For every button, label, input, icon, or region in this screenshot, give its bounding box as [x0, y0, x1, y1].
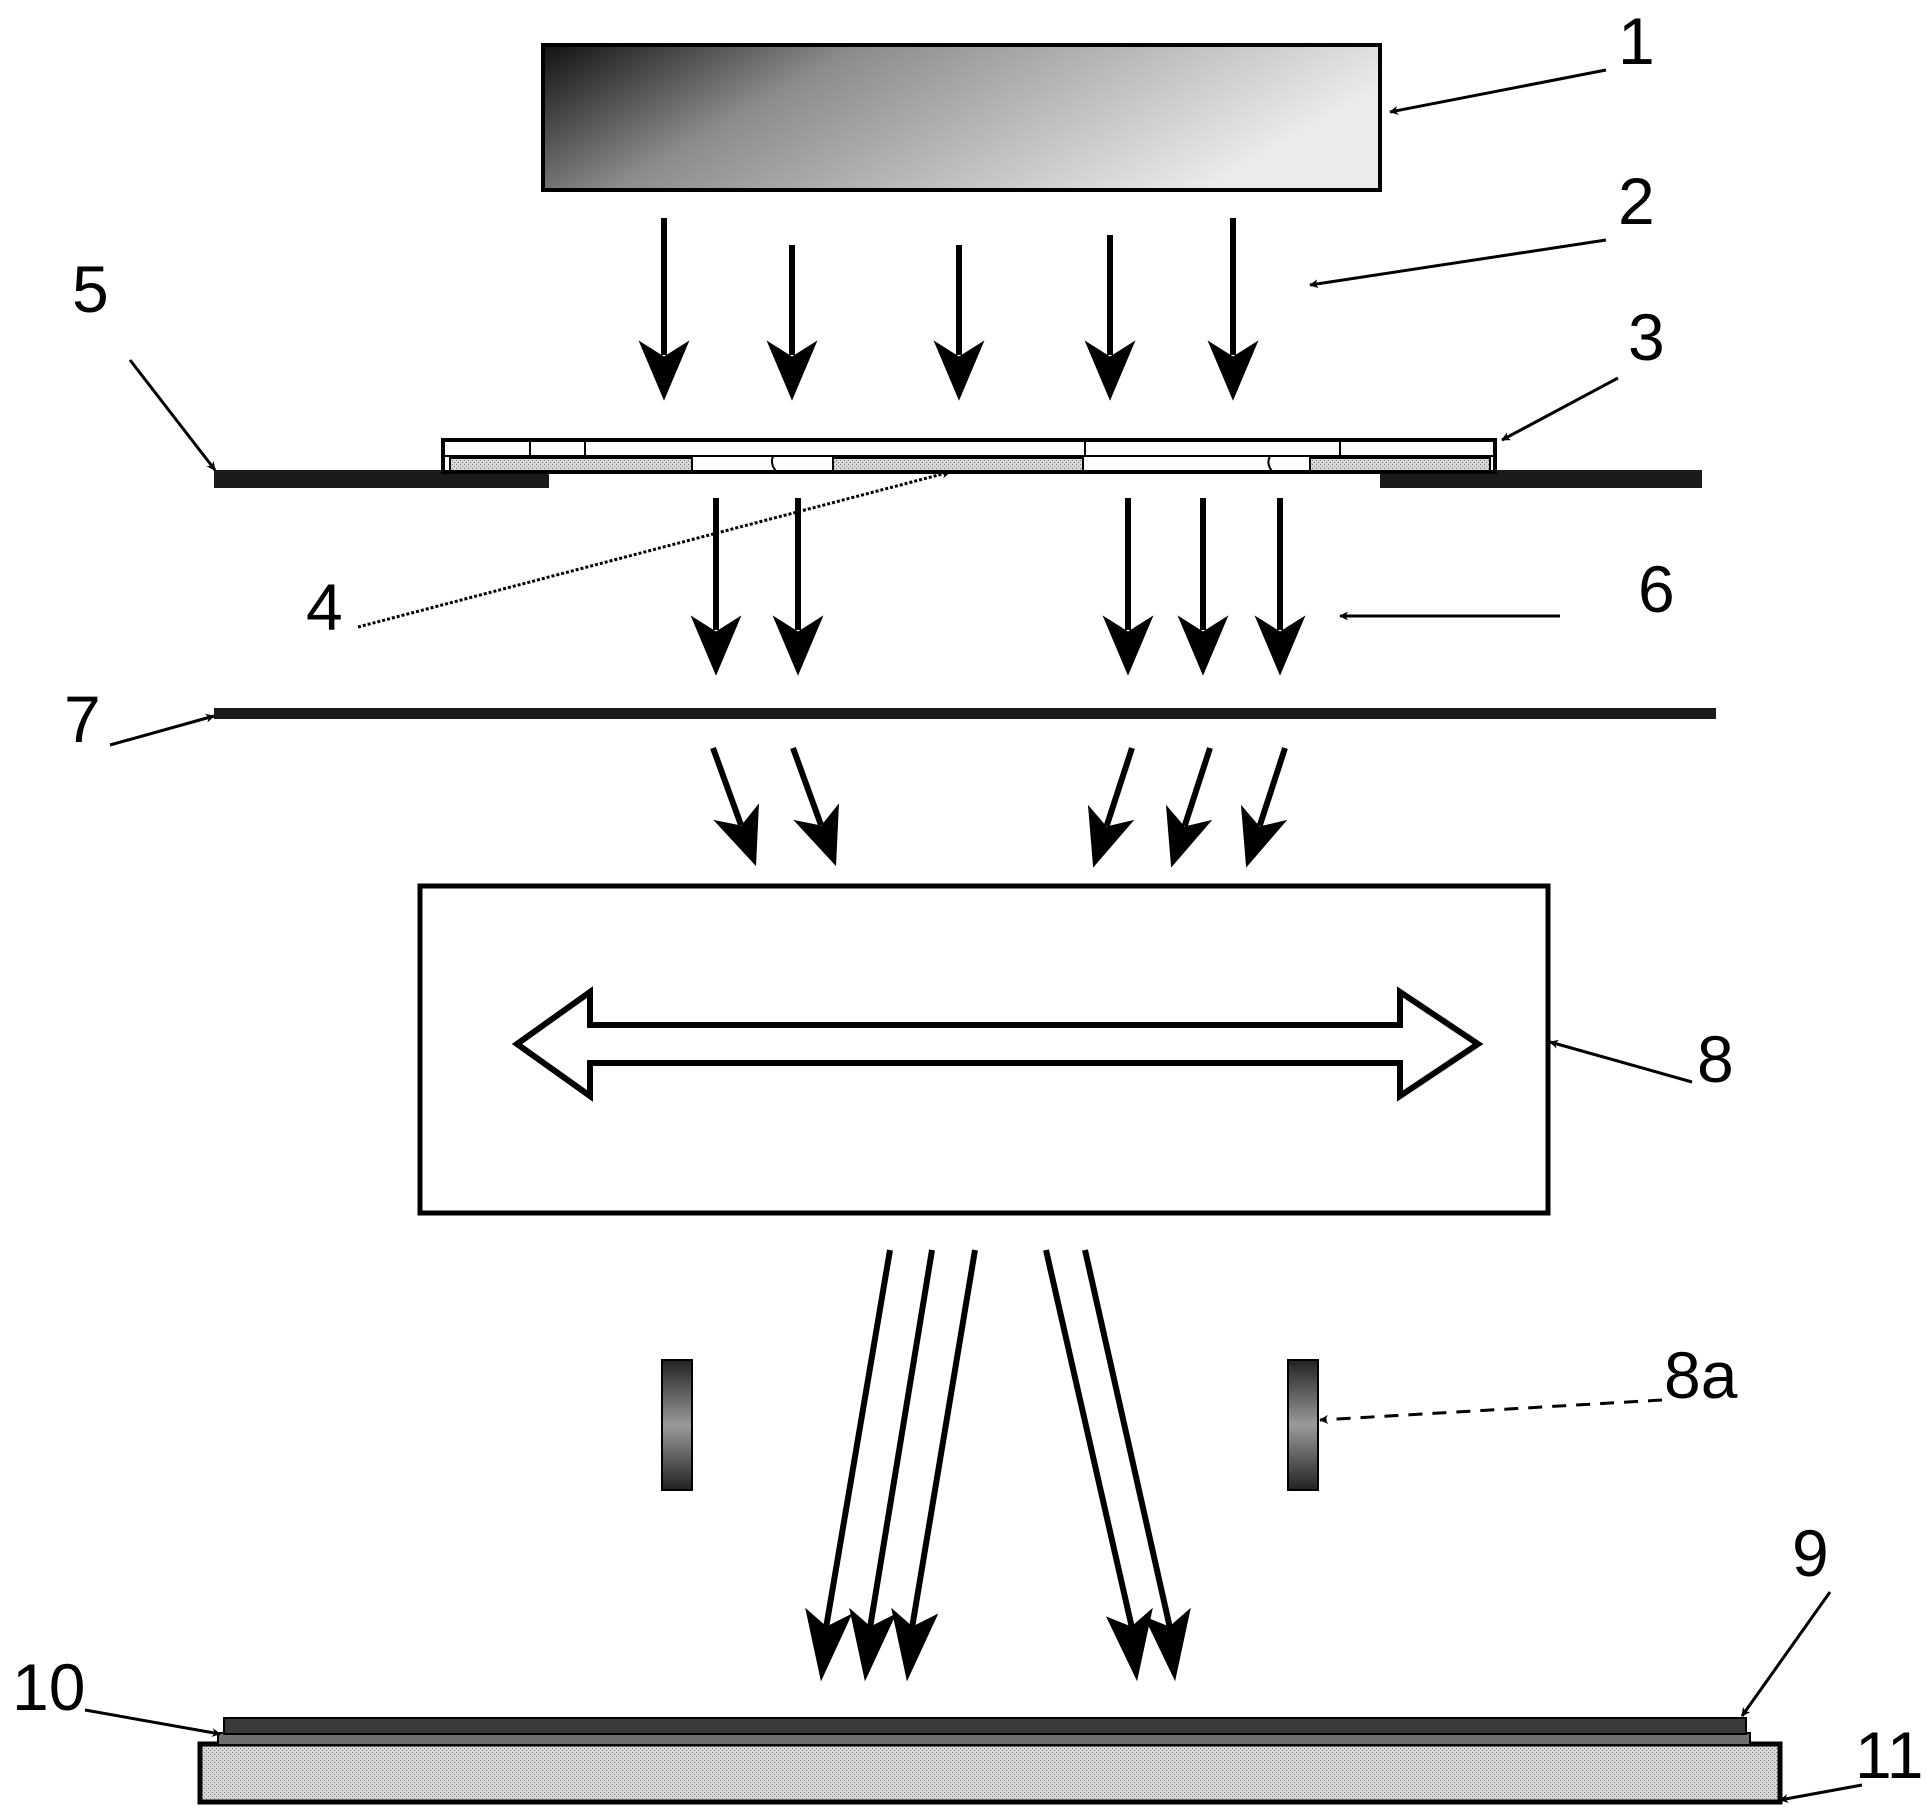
aperture-block-right [1288, 1360, 1318, 1490]
beam-arrow [1156, 742, 1227, 865]
leader-9 [1742, 1592, 1830, 1716]
label-7: 7 [64, 682, 101, 756]
beam-arrow [776, 742, 850, 865]
leader-11 [1780, 1785, 1862, 1800]
label-2: 2 [1618, 164, 1655, 238]
beam-arrow [1109, 498, 1147, 668]
leader-10 [85, 1710, 220, 1734]
source-block [543, 45, 1380, 190]
label-11: 11 [1855, 1718, 1924, 1792]
label-9: 9 [1792, 1516, 1829, 1590]
beam-arrow [1214, 218, 1252, 393]
resist-layer [224, 1718, 1746, 1734]
label-3: 3 [1628, 300, 1665, 374]
label-8: 8 [1697, 1022, 1734, 1096]
leader-7 [110, 716, 214, 745]
leader-4 [358, 472, 950, 627]
label-5: 5 [72, 252, 109, 326]
incident-beam-arrows [645, 218, 1252, 393]
label-8a: 8a [1664, 1338, 1738, 1412]
mask-absorber [1310, 458, 1490, 471]
beam-arrow [1184, 498, 1222, 668]
leader-5 [130, 360, 215, 470]
beam-arrow [1078, 742, 1149, 865]
leader-8 [1550, 1042, 1692, 1082]
beam-arrow [697, 498, 735, 668]
aperture-block-left [662, 1360, 692, 1490]
label-1: 1 [1618, 4, 1655, 78]
beam-arrow [854, 1250, 932, 1672]
beam-arrow [696, 742, 770, 865]
label-6: 6 [1638, 552, 1675, 626]
beam-arrow [1091, 235, 1129, 393]
beam-arrow [779, 498, 817, 668]
label-4: 4 [306, 570, 343, 644]
beam-arrow [773, 245, 811, 393]
wafer-substrate [200, 1744, 1780, 1802]
scattered-beam-arrows [696, 742, 1302, 866]
mask-absorber [450, 458, 692, 471]
beam-arrow [645, 218, 683, 393]
leader-8a [1320, 1400, 1662, 1420]
transmitted-beam-arrows [697, 498, 1299, 668]
converging-beam-arrows [810, 1250, 1186, 1672]
beam-arrow [940, 245, 978, 393]
beam-arrow [1085, 1250, 1186, 1672]
leader-2 [1310, 240, 1606, 285]
beam-arrow [896, 1250, 975, 1672]
beam-arrow [1231, 742, 1302, 865]
mask-absorber [833, 458, 1083, 471]
mask [443, 440, 1495, 472]
leader-3 [1502, 378, 1618, 440]
label-10: 10 [12, 1650, 85, 1724]
membrane-line [214, 708, 1716, 719]
leader-1 [1390, 70, 1606, 112]
beam-arrow [1261, 498, 1299, 668]
